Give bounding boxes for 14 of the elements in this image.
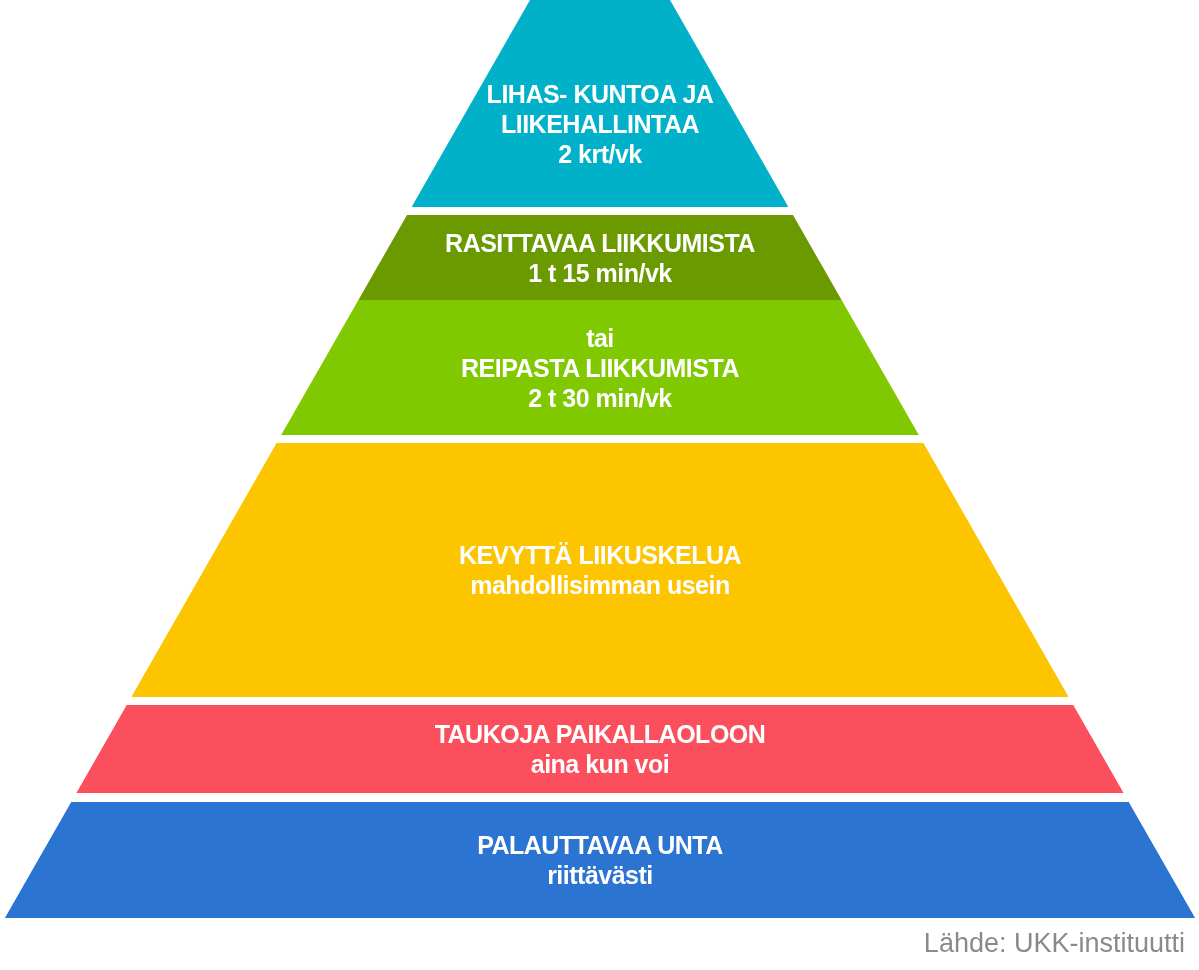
- band-text: REIPASTA LIIKKUMISTA: [461, 352, 739, 383]
- band-text: PALAUTTAVAA UNTA: [477, 830, 723, 860]
- band-text: aina kun voi: [530, 749, 670, 779]
- band-text: 2 t 30 min/vk: [528, 382, 672, 413]
- band-text: riittävästi: [547, 860, 653, 890]
- band-text: LIHAS- KUNTOA JA LIIKEHALLINTAA: [485, 78, 715, 139]
- band-text: 1 t 15 min/vk: [528, 257, 672, 288]
- band-text: RASITTAVAA LIIKKUMISTA: [445, 227, 755, 258]
- source-note: Lähde: UKK-instituutti: [923, 928, 1185, 959]
- band-text: tai: [586, 322, 614, 353]
- band-text: 2 krt/vk: [558, 138, 642, 169]
- band-text: mahdollisimman usein: [470, 570, 730, 600]
- band-text: TAUKOJA PAIKALLAOLOON: [434, 719, 766, 749]
- band-text: KEVYTTÄ LIIKUSKELUA: [458, 540, 742, 570]
